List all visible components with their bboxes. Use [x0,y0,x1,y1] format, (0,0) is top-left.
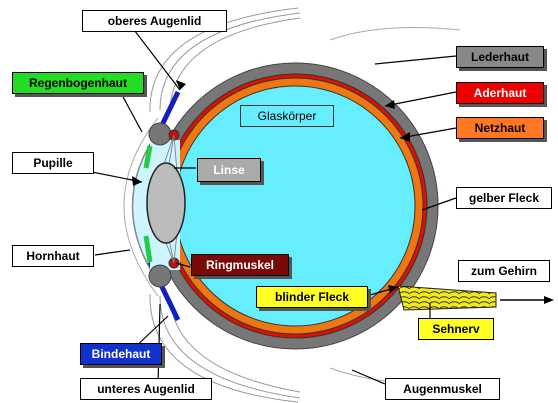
lens [147,163,185,243]
label-zum-gehirn: zum Gehirn [458,260,550,282]
label-hornhaut: Hornhaut [12,245,94,267]
label-regenbogenhaut: Regenbogenhaut [12,72,144,94]
label-netzhaut: Netzhaut [456,117,544,139]
label-pupille: Pupille [12,152,94,174]
label-aderhaut: Aderhaut [456,82,544,104]
label-lederhaut: Lederhaut [456,46,544,68]
label-linse: Linse [197,158,261,182]
label-sehnerv: Sehnerv [418,318,494,340]
nerve-arrow-head [544,296,554,304]
label-unteres-augenlid: unteres Augenlid [80,378,212,400]
upper-eye-muscle [330,28,460,40]
sclera-front-upper [149,123,171,145]
label-oberes-augenlid: oberes Augenlid [82,10,227,32]
sclera-front-lower [149,265,171,287]
optic-nerve [398,286,496,310]
label-glaskoerper: Glaskörper [240,105,334,127]
label-bindehaut: Bindehaut [80,343,162,365]
label-ringmuskel: Ringmuskel [191,254,289,276]
upper-lid-arrow [176,80,186,90]
label-blinder-fleck: blinder Fleck [256,286,368,308]
label-augenmuskel: Augenmuskel [385,378,500,400]
label-gelber-fleck: gelber Fleck [456,187,552,209]
